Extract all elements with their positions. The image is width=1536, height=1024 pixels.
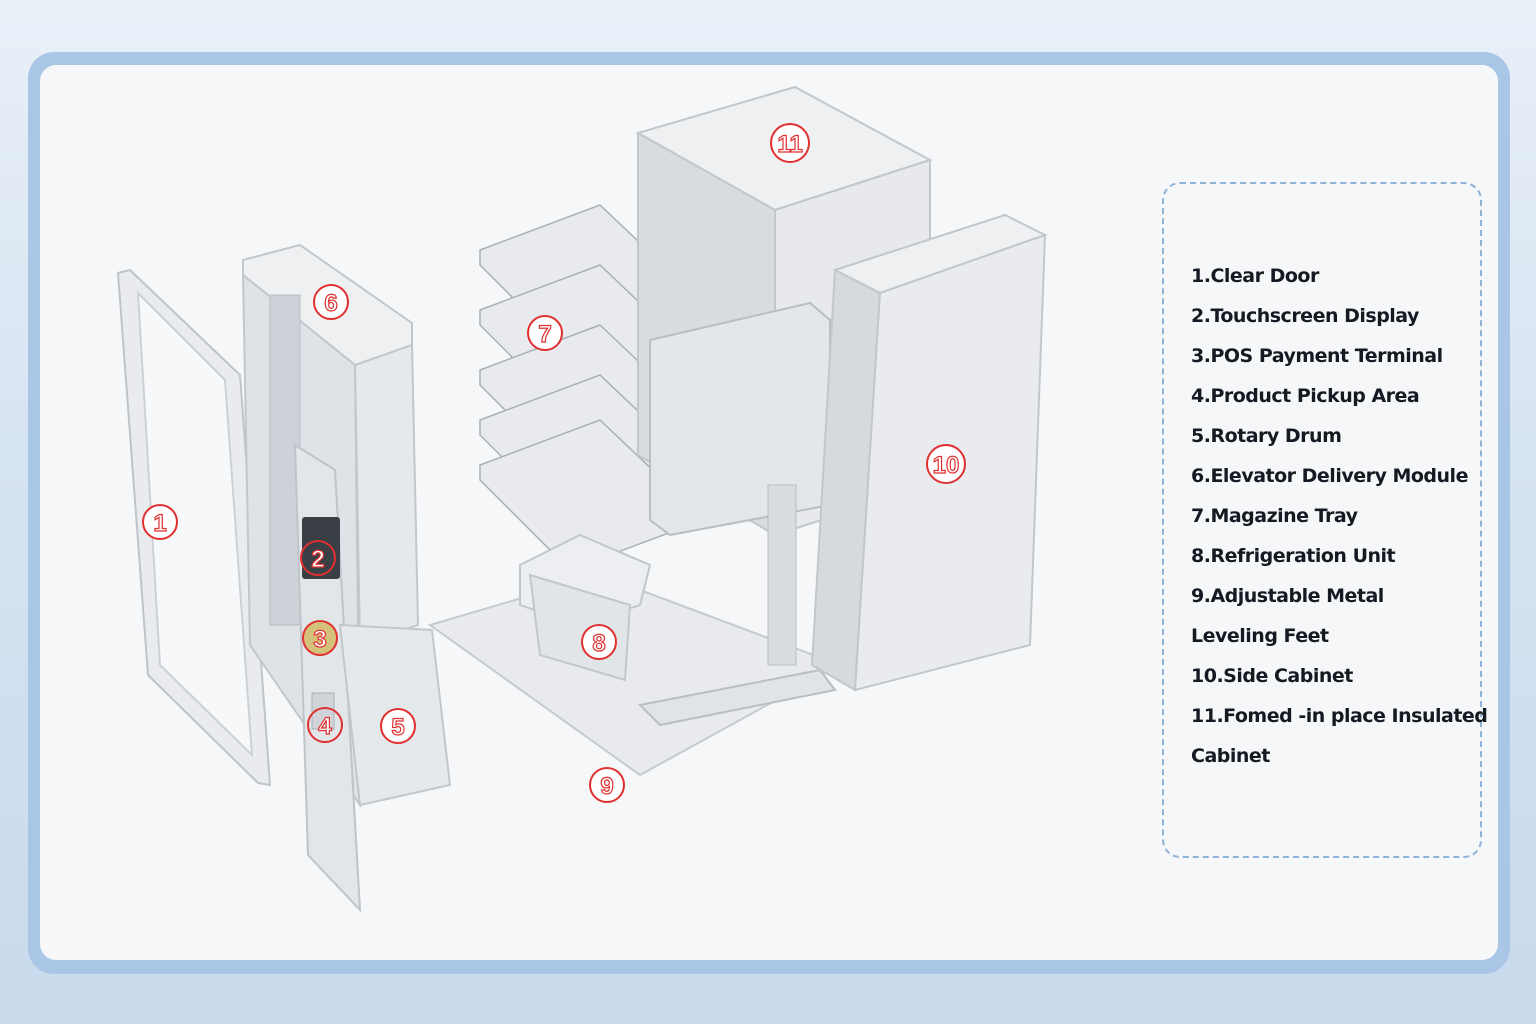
legend-item-insulated-cabinet-cont: Cabinet (1191, 745, 1270, 767)
svg-text:1: 1 (153, 510, 166, 537)
legend-item-pickup-area: 4.Product Pickup Area (1191, 385, 1420, 407)
legend-item-leveling-feet-cont: Leveling Feet (1191, 625, 1329, 647)
legend-item-elevator-module: 6.Elevator Delivery Module (1191, 465, 1468, 487)
legend-item-touchscreen: 2.Touchscreen Display (1191, 305, 1419, 327)
legend-item-clear-door: 1.Clear Door (1191, 265, 1319, 287)
marker-11: 11 (770, 123, 810, 163)
marker-1: 1 (142, 504, 178, 540)
marker-10: 10 (926, 444, 966, 484)
elevator-mechanism (637, 301, 837, 727)
svg-text:9: 9 (600, 773, 613, 800)
clear-door (116, 268, 272, 787)
svg-text:11: 11 (777, 131, 802, 158)
svg-text:5: 5 (391, 714, 404, 741)
svg-text:4: 4 (318, 713, 332, 740)
legend-item-refrigeration-unit: 8.Refrigeration Unit (1191, 545, 1396, 567)
svg-text:7: 7 (538, 321, 551, 348)
svg-text:6: 6 (324, 290, 337, 317)
front-panel (293, 443, 362, 913)
touchscreen (302, 517, 340, 579)
svg-text:8: 8 (592, 630, 605, 657)
legend-item-side-cabinet: 10.Side Cabinet (1191, 665, 1353, 687)
svg-text:3: 3 (313, 626, 326, 653)
legend-box (1162, 182, 1482, 858)
marker-5: 5 (380, 708, 416, 744)
legend-list: 1.Clear Door 2.Touchscreen Display 3.POS… (1191, 256, 1488, 776)
exploded-diagram: 1 2 3 4 5 6 7 8 9 10 11 (116, 85, 1048, 913)
marker-8: 8 (581, 624, 617, 660)
svg-text:2: 2 (311, 546, 324, 573)
marker-4: 4 (307, 707, 343, 743)
legend-item-magazine-tray: 7.Magazine Tray (1191, 505, 1358, 527)
marker-2: 2 (300, 540, 336, 576)
legend-item-leveling-feet: 9.Adjustable Metal (1191, 585, 1384, 607)
side-cabinet (810, 213, 1048, 692)
marker-7: 7 (527, 315, 563, 351)
marker-9: 9 (589, 767, 625, 803)
legend-item-rotary-drum: 5.Rotary Drum (1191, 425, 1342, 447)
legend-item-pos-terminal: 3.POS Payment Terminal (1191, 345, 1443, 367)
legend-item-insulated-cabinet: 11.Fomed -in place Insulated (1191, 705, 1488, 727)
svg-text:10: 10 (933, 452, 960, 479)
marker-6: 6 (313, 284, 349, 320)
marker-3: 3 (302, 620, 338, 656)
